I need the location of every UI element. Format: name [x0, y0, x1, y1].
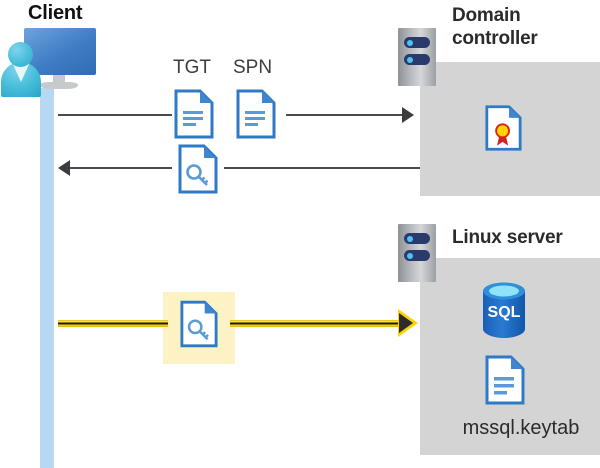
service-ticket-arrowhead-inner-icon — [399, 313, 413, 333]
sql-database-icon: SQL — [481, 281, 527, 339]
rack-slot-icon — [404, 37, 430, 48]
service-ticket-arrow-segment-right — [230, 320, 406, 327]
domain-controller-title: Domain controller — [452, 4, 592, 50]
rack-slot-icon — [404, 233, 430, 244]
domain-controller-title-line2: controller — [452, 28, 538, 49]
request-arrow-segment-right — [286, 114, 404, 116]
linux-server-rack-icon — [398, 224, 436, 282]
user-head-icon — [8, 42, 33, 67]
client-lifeline — [40, 88, 54, 468]
monitor-screen-icon — [24, 28, 96, 75]
monitor-stand-icon — [53, 75, 65, 84]
service-ticket-key-document-icon — [180, 300, 218, 348]
monitor-base-icon — [40, 82, 78, 89]
tgt-label: TGT — [173, 57, 211, 78]
tgt-document-icon — [174, 89, 214, 139]
reply-arrow-segment-right — [224, 167, 420, 169]
rack-slot-icon — [404, 250, 430, 261]
certificate-document-icon — [485, 104, 522, 152]
user-collar-icon — [12, 62, 30, 82]
svg-text:SQL: SQL — [488, 304, 521, 321]
reply-arrowhead-icon — [58, 160, 70, 176]
ticket-key-document-icon — [178, 144, 218, 194]
request-arrow-segment-left — [58, 114, 172, 116]
spn-label: SPN — [233, 57, 273, 78]
domain-controller-title-line1: Domain — [452, 5, 521, 26]
client-title: Client — [28, 2, 83, 24]
rack-slot-icon — [404, 54, 430, 65]
request-arrowhead-icon — [402, 107, 414, 123]
spn-document-icon — [236, 89, 276, 139]
reply-arrow-segment-left — [70, 167, 172, 169]
keytab-filename-label: mssql.keytab — [462, 417, 580, 439]
keytab-document-icon — [485, 355, 525, 405]
domain-controller-server-rack-icon — [398, 28, 436, 86]
linux-server-title: Linux server — [452, 227, 563, 248]
service-ticket-arrow-segment-left — [58, 320, 168, 327]
